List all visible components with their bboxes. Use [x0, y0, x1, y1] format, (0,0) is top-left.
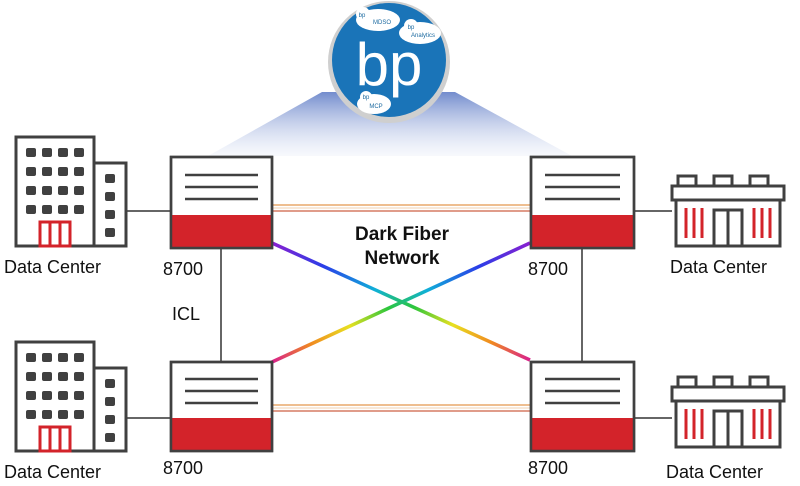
bp-logo-text: bp	[356, 31, 423, 98]
data-center-label-top-left: Data Center	[4, 257, 101, 277]
switch-top-right	[529, 155, 636, 250]
bp-logo: bp MDSO bp Analytics bp MCP bp	[328, 1, 450, 123]
fiber-bottom	[272, 404, 530, 412]
data-center-label-bottom-right: Data Center	[666, 462, 763, 482]
switch-top-left	[169, 155, 274, 250]
switch-bottom-right	[529, 360, 636, 453]
switch-label-top-left: 8700	[163, 259, 203, 279]
fiber-top	[272, 204, 530, 212]
data-center-label-top-right: Data Center	[670, 257, 767, 277]
office-building-icon	[14, 340, 128, 453]
switch-label-bottom-left: 8700	[163, 458, 203, 478]
classical-building-icon	[670, 375, 786, 449]
bubble-mark: bp	[363, 95, 370, 101]
logo-beam	[208, 92, 572, 156]
bubble-mark: bp	[359, 13, 366, 19]
network-title-line2: Network	[365, 248, 440, 269]
switch-label-top-right: 8700	[528, 259, 568, 279]
network-title-line1: Dark Fiber	[355, 224, 450, 245]
bubble-label-mdso: MDSO	[373, 20, 391, 26]
icl-label: ICL	[172, 304, 200, 324]
bubble-mdso: bp MDSO	[356, 7, 400, 31]
bubble-analytics: bp Analytics	[399, 19, 441, 44]
data-center-label-bottom-left: Data Center	[4, 462, 101, 482]
bubble-mcp: bp MCP	[357, 91, 391, 114]
switch-bottom-left	[169, 360, 274, 453]
fiber-cross-b	[271, 241, 531, 364]
office-building-icon	[14, 135, 128, 248]
bubble-label-analytics: Analytics	[411, 33, 435, 39]
bubble-mark: bp	[408, 25, 415, 31]
classical-building-icon	[670, 174, 786, 248]
bubble-label-mcp: MCP	[369, 104, 382, 110]
switch-label-bottom-right: 8700	[528, 458, 568, 478]
